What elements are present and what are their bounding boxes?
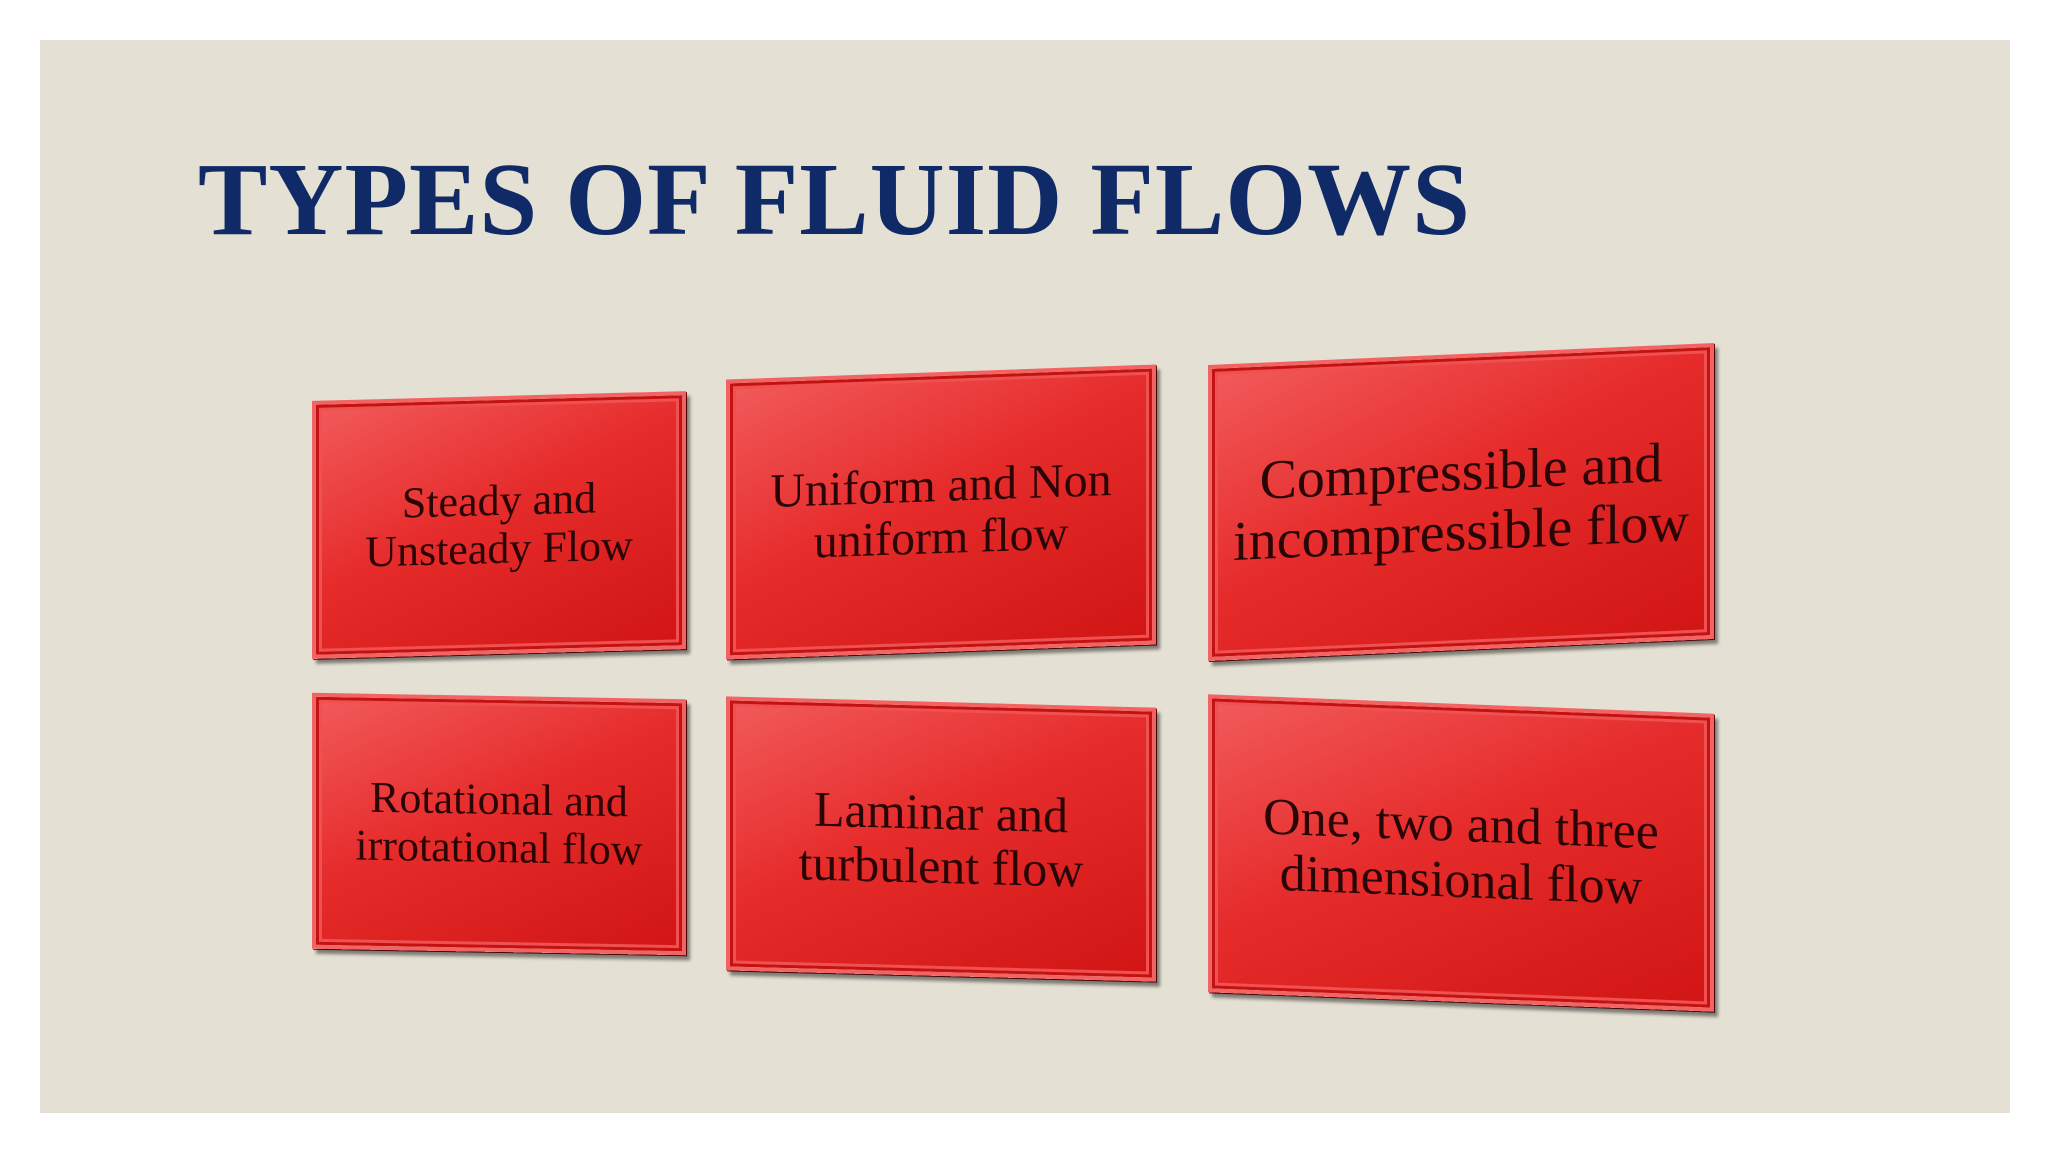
box-label: One, two and three dimensional flow <box>1263 788 1659 916</box>
box-rotational-irrotational-flow: Rotational and irrotational flow <box>312 692 686 956</box>
box-compressible-incompressible-flow: Compressible and incompressible flow <box>1208 342 1714 662</box>
box-steady-unsteady-flow: Steady and Unsteady Flow <box>312 391 686 659</box>
slide: TYPES OF FLUID FLOWS Steady and Unsteady… <box>40 40 2010 1113</box>
slide-title: TYPES OF FLUID FLOWS <box>198 142 1471 257</box>
box-laminar-turbulent-flow: Laminar and turbulent flow <box>726 696 1156 982</box>
box-label: Rotational and irrotational flow <box>355 773 643 875</box>
box-label: Compressible and incompressible flow <box>1233 431 1689 573</box>
box-one-two-three-dimensional-flow: One, two and three dimensional flow <box>1208 694 1714 1012</box>
box-label: Uniform and Non uniform flow <box>770 453 1112 569</box>
box-label: Laminar and turbulent flow <box>798 780 1084 898</box>
box-label: Steady and Unsteady Flow <box>365 473 633 577</box>
box-uniform-nonuniform-flow: Uniform and Non uniform flow <box>726 364 1156 660</box>
